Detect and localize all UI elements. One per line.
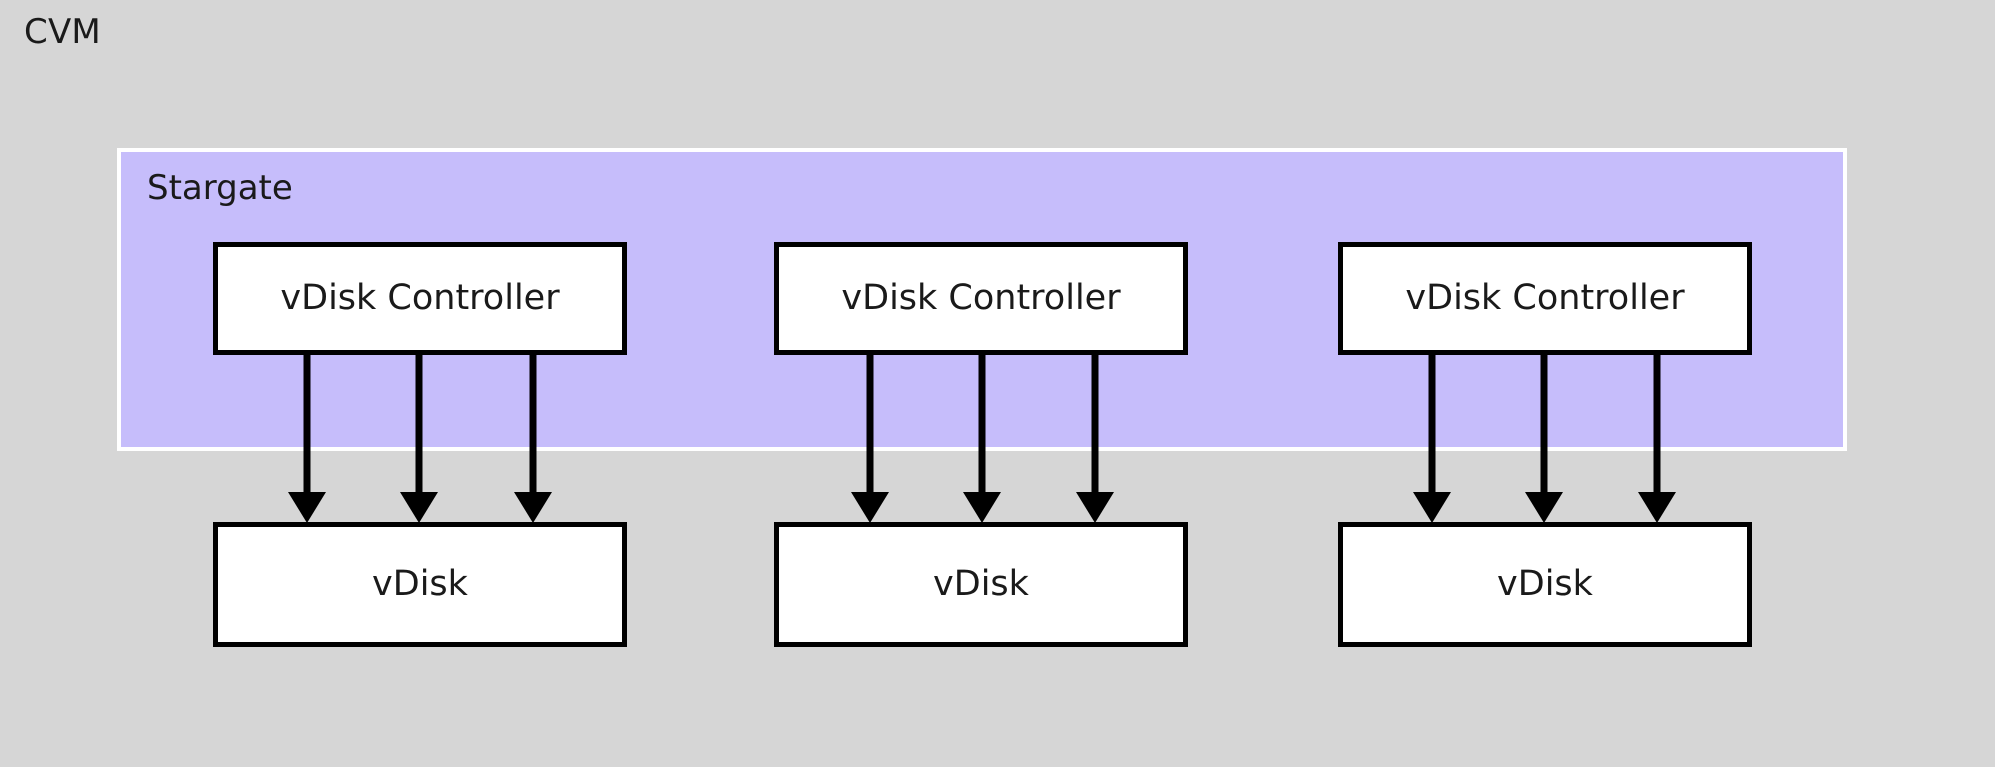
- cvm-label: CVM: [24, 12, 101, 52]
- arrow-head-2-2: [963, 492, 1001, 523]
- vdisk-controller-box-2[interactable]: vDisk Controller: [774, 242, 1188, 355]
- vdisk-label-3: vDisk: [1497, 564, 1593, 604]
- arrow-head-3-2: [1525, 492, 1563, 523]
- arrow-head-1-1: [288, 492, 326, 523]
- vdisk-box-1[interactable]: vDisk: [213, 522, 627, 647]
- vdisk-box-2[interactable]: vDisk: [774, 522, 1188, 647]
- stargate-label: Stargate: [147, 168, 293, 208]
- arrow-head-3-1: [1413, 492, 1451, 523]
- vdisk-controller-label-3: vDisk Controller: [1405, 278, 1685, 318]
- vdisk-controller-box-3[interactable]: vDisk Controller: [1338, 242, 1752, 355]
- vdisk-label-1: vDisk: [372, 564, 468, 604]
- arrow-head-2-1: [851, 492, 889, 523]
- vdisk-controller-label-2: vDisk Controller: [841, 278, 1121, 318]
- arrow-head-1-2: [400, 492, 438, 523]
- arrow-head-1-3: [514, 492, 552, 523]
- arrow-head-3-3: [1638, 492, 1676, 523]
- vdisk-box-3[interactable]: vDisk: [1338, 522, 1752, 647]
- vdisk-controller-label-1: vDisk Controller: [280, 278, 560, 318]
- vdisk-label-2: vDisk: [933, 564, 1029, 604]
- vdisk-controller-box-1[interactable]: vDisk Controller: [213, 242, 627, 355]
- arrow-head-2-3: [1076, 492, 1114, 523]
